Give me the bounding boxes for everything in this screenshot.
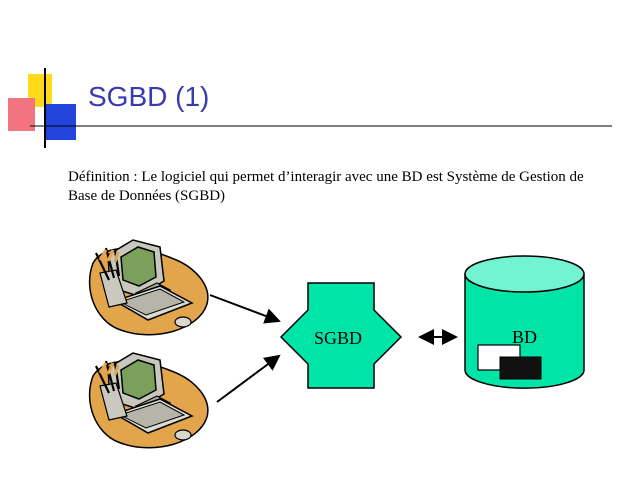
sgbd-label: SGBD (314, 328, 362, 348)
database-dark-box (499, 356, 542, 380)
arrow-user1-to-sgbd (209, 294, 281, 324)
definition-text: Définition : Le logiciel qui permet d’in… (68, 169, 584, 204)
title-decoration (8, 68, 612, 148)
arrow-user2-to-sgbd (216, 354, 281, 403)
sgbd-diagram: SGBD BD (88, 239, 585, 449)
page-title: SGBD (1) (88, 81, 210, 112)
computer-user-1-icon (88, 239, 209, 336)
database-cylinder-icon (464, 255, 585, 389)
computer-user-2-icon (88, 352, 209, 449)
bd-label: BD (512, 327, 537, 347)
sgbd-shape (279, 282, 403, 389)
deco-blue-square (46, 104, 76, 140)
